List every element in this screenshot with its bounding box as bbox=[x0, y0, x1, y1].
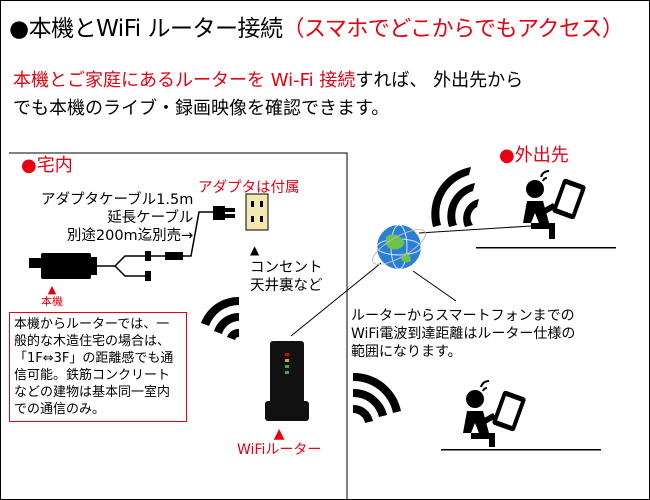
camera-label: ▲ 本機 bbox=[41, 284, 63, 308]
intro-line2: でも本機のライブ・録画映像を確認できます。 bbox=[13, 98, 390, 119]
globe-outside-line bbox=[418, 225, 532, 234]
indoor-area-outline bbox=[9, 152, 348, 499]
cable-text-line: 別途200m迄別売→ bbox=[66, 228, 194, 244]
wifi-waves-remote-icon bbox=[353, 372, 401, 423]
range-note: ルーターからスマートフォンまでの WiFi電波到達距離はルーター仕様の 範囲にな… bbox=[351, 307, 575, 361]
outlet-line: 天井裏など bbox=[250, 278, 323, 294]
camera-unit-icon bbox=[29, 253, 97, 279]
wifi-waves-router-icon bbox=[201, 296, 239, 340]
cable-text-line: 延長ケーブル bbox=[107, 210, 194, 226]
camera-arrow: ▲ bbox=[47, 283, 57, 296]
title-sub: （スマホでどこからでもアクセス） bbox=[282, 17, 624, 42]
title-main: ●本機とWiFi ルーター接続 bbox=[9, 16, 283, 42]
page-title: ●本機とWiFi ルーター接続（スマホでどこからでもアクセス） bbox=[9, 9, 624, 43]
outside-label: ●外出先 bbox=[499, 145, 569, 166]
router-globe-line bbox=[290, 262, 382, 337]
range-note-line: 範囲になります。 bbox=[351, 344, 462, 360]
person-phone-remote-icon bbox=[441, 380, 601, 451]
outlet-arrow: ▲ bbox=[250, 243, 260, 257]
wifi-router-icon bbox=[265, 341, 309, 421]
router-label: ▲ WiFiルーター bbox=[237, 426, 321, 458]
adapter-label: アダプタは付属 bbox=[198, 180, 300, 196]
home-label: ●宅内 bbox=[21, 155, 73, 176]
cable-text-line: アダプタケーブル1.5m bbox=[41, 192, 194, 208]
cable-text: アダプタケーブル1.5m 延長ケーブル 別途200m迄別売→ bbox=[41, 191, 193, 245]
wall-outlet-icon bbox=[245, 193, 269, 231]
intro-rest: すれば、 外出先から bbox=[355, 70, 524, 91]
note-box: 本機からルーターでは、一般的な木造住宅の場合は、「1F⇔3F」の距離感でも通信可… bbox=[9, 312, 187, 422]
intro-highlight: 本機とご家庭にあるルーターを Wi-Fi 接続 bbox=[13, 70, 356, 91]
intro-text: 本機とご家庭にあるルーターを Wi-Fi 接続すれば、 外出先から でも本機のラ… bbox=[13, 67, 523, 123]
outlet-line: コンセント bbox=[250, 260, 323, 276]
person-phone-outside-icon bbox=[476, 170, 616, 249]
globe-icon bbox=[372, 224, 426, 270]
connector-plugs-icon bbox=[145, 206, 235, 281]
outlet-label: ▲ コンセント 天井裏など bbox=[250, 241, 323, 295]
range-note-line: ルーターからスマートフォンまでの bbox=[351, 308, 575, 324]
wifi-waves-outside-icon bbox=[431, 167, 479, 227]
camera-label-text: 本機 bbox=[41, 295, 63, 308]
range-note-line: WiFi電波到達距離はルーター仕様の bbox=[351, 326, 576, 342]
router-label-text: WiFiルーター bbox=[237, 442, 322, 458]
router-arrow: ▲ bbox=[273, 426, 285, 442]
globe-remote-line bbox=[412, 270, 457, 302]
cable-lines bbox=[97, 211, 213, 277]
